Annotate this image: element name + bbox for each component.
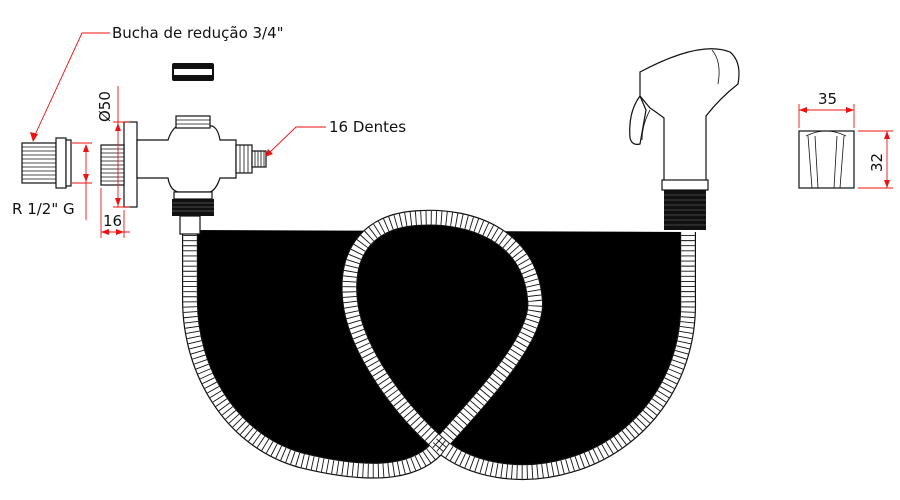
flexible-hose: [190, 218, 688, 472]
label-holder-width: 35: [818, 90, 837, 108]
holder-body: [798, 130, 855, 189]
label-reduction-bushing: Bucha de redução 3/4": [112, 24, 284, 42]
bushing-threads: [22, 146, 56, 180]
label-thread: R 1/2" G: [12, 200, 75, 218]
bushing-leader: [33, 32, 110, 138]
hose-ferrule: [179, 215, 201, 235]
shower-trigger: [629, 94, 647, 145]
label-teeth: 16 Dentes: [329, 118, 406, 136]
valve-assembly: [100, 115, 267, 235]
teeth-leader: [267, 126, 326, 155]
reduction-bushing: [21, 137, 72, 189]
nipple-threads: [101, 148, 124, 182]
label-depth: 16: [103, 212, 122, 230]
hand-shower: [629, 48, 740, 230]
top-outlet: [175, 115, 211, 129]
wall-flange: [123, 121, 138, 208]
label-diameter: Ø50: [96, 91, 114, 122]
wall-holder: [798, 130, 855, 189]
label-holder-height: 32: [868, 153, 886, 172]
splined-tip: [251, 150, 267, 168]
shower-head: [639, 48, 740, 183]
dimensions: [30, 32, 893, 238]
hose-body: [190, 217, 689, 473]
valve-body: [136, 125, 237, 193]
bushing-ring: [172, 63, 214, 81]
hose-nut: [172, 199, 214, 216]
handle-collar: [661, 179, 709, 191]
